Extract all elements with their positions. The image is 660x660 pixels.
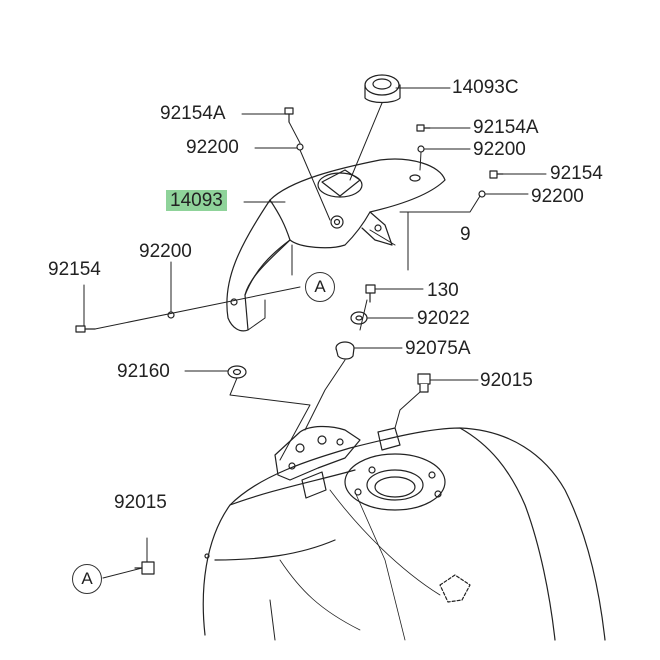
label-14093-highlighted: 14093 bbox=[166, 190, 227, 212]
ref-circle-a-bottom: A bbox=[72, 564, 102, 594]
ref-circle-a-top: A bbox=[305, 272, 335, 302]
label-92075a: 92075A bbox=[405, 338, 471, 359]
label-92200-mid: 92200 bbox=[139, 241, 192, 262]
label-14093c: 14093C bbox=[452, 77, 519, 98]
leader-lines bbox=[83, 87, 547, 641]
highlight-14093: 14093 bbox=[166, 190, 227, 211]
cover-14093 bbox=[226, 158, 446, 332]
label-92160: 92160 bbox=[117, 361, 170, 382]
fuel-tank bbox=[202, 425, 606, 641]
label-9: 9 bbox=[460, 224, 471, 245]
label-92154-right: 92154 bbox=[550, 163, 603, 184]
label-92015-left: 92015 bbox=[114, 492, 167, 513]
label-92154a-right: 92154A bbox=[473, 117, 539, 138]
fasteners bbox=[75, 107, 504, 575]
cap-14093c bbox=[364, 74, 401, 104]
label-92154a-left: 92154A bbox=[160, 103, 226, 124]
label-92154-left: 92154 bbox=[48, 259, 101, 280]
label-92015-right: 92015 bbox=[480, 370, 533, 391]
label-92200-left: 92200 bbox=[186, 137, 239, 158]
label-92200-right-1: 92200 bbox=[473, 139, 526, 160]
label-92022: 92022 bbox=[417, 308, 470, 329]
label-130: 130 bbox=[427, 280, 459, 301]
label-92200-right-2: 92200 bbox=[531, 186, 584, 207]
